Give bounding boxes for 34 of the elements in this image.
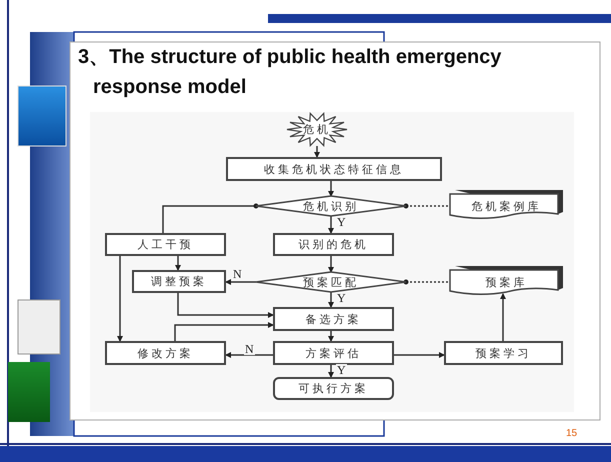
connector-arrow <box>177 293 274 318</box>
connector-arrow <box>328 216 334 234</box>
edge-label: Y <box>336 364 347 376</box>
edge-label: Y <box>336 292 347 304</box>
process-box: 调整预案 <box>132 270 226 293</box>
connector-arrow <box>328 256 334 273</box>
process-box: 人工干预 <box>105 233 226 256</box>
process-box: 收集危机状态特征信息 <box>226 157 442 181</box>
connector-arrow <box>328 365 334 378</box>
edge-label: Y <box>336 216 347 228</box>
connector-arrow <box>328 331 334 342</box>
connector-arrow <box>225 352 273 358</box>
slide-title: 3、The structure of public health emergency response model <box>78 45 502 100</box>
page-number: 15 <box>566 428 578 439</box>
process-box: 修改方案 <box>105 341 226 365</box>
decision-diamond: 危机识别 <box>256 196 406 216</box>
edge-label: N <box>232 268 243 280</box>
process-box: 识别的危机 <box>273 233 394 256</box>
process-box: 方案评估 <box>273 341 394 365</box>
connector-arrow <box>500 293 506 341</box>
process-box: 备选方案 <box>273 307 394 331</box>
connector-arrow <box>225 279 256 285</box>
starburst-shape: 危机 <box>287 113 347 146</box>
decision-diamond: 预案匹配 <box>256 272 406 292</box>
connector-arrow <box>117 256 123 342</box>
connector-arrow <box>174 322 274 341</box>
connector-arrow <box>394 352 445 358</box>
connector-arrow <box>328 181 334 197</box>
terminal-box: 可执行方案 <box>273 377 394 400</box>
edge-label: N <box>244 343 255 355</box>
connector-arrow <box>328 292 334 308</box>
connector-arrow <box>175 256 181 271</box>
connector-arrow <box>314 146 320 158</box>
process-box: 预案学习 <box>444 341 563 365</box>
